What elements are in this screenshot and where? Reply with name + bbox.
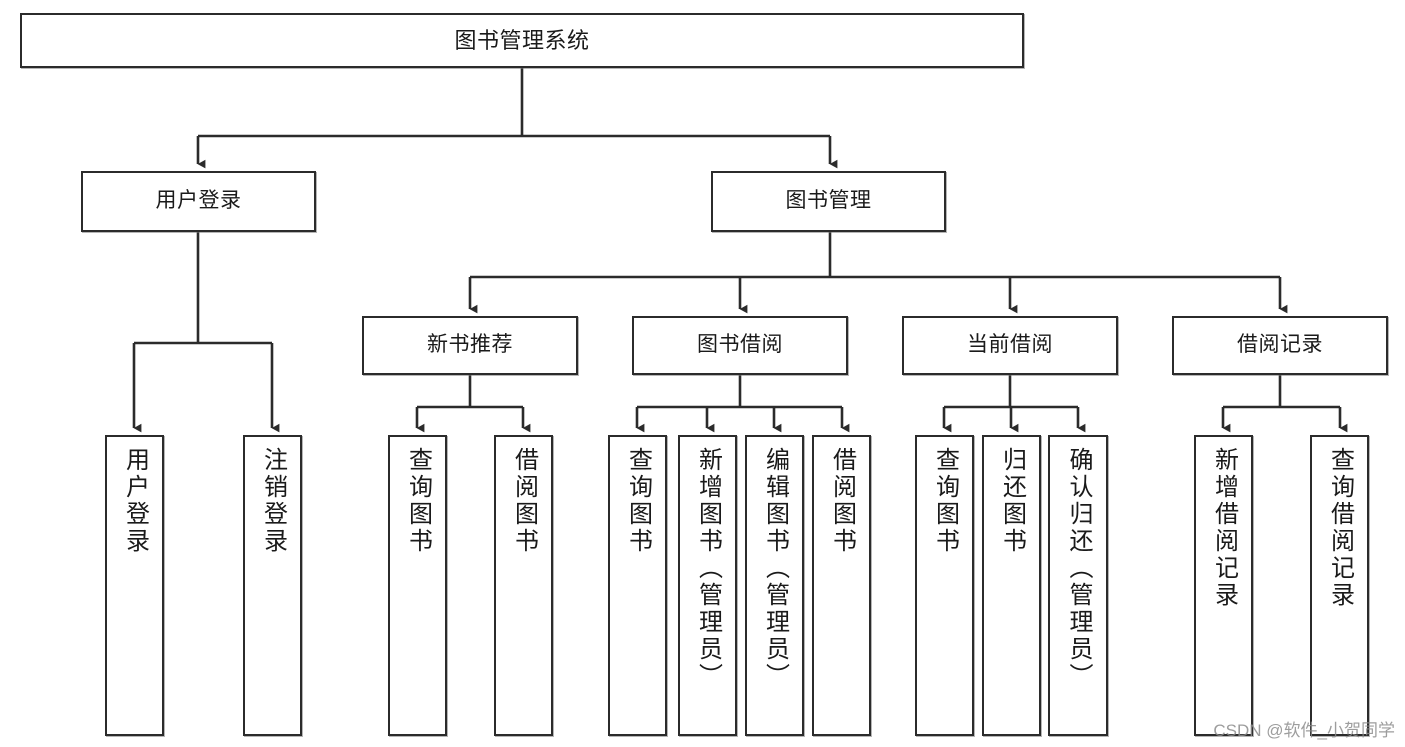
node-book-borrow[interactable]: 图书借阅 bbox=[632, 316, 848, 375]
leaf-book-borrow-add[interactable]: 新增图书（管理员） bbox=[678, 435, 737, 736]
node-book-management[interactable]: 图书管理 bbox=[711, 171, 946, 232]
node-label: 图书借阅 bbox=[697, 333, 783, 357]
leaf-user-login-login[interactable]: 用户登录 bbox=[105, 435, 164, 736]
leaf-borrow-record-add[interactable]: 新增借阅记录 bbox=[1194, 435, 1253, 736]
node-label: 编辑图书（管理员） bbox=[761, 447, 789, 690]
leaf-current-borrow-confirm-return[interactable]: 确认归还（管理员） bbox=[1048, 435, 1108, 736]
node-label: 归还图书 bbox=[998, 447, 1026, 555]
node-label: 图书管理系统 bbox=[454, 27, 590, 53]
leaf-current-borrow-query[interactable]: 查询图书 bbox=[915, 435, 974, 736]
node-label: 用户登录 bbox=[121, 447, 149, 555]
leaf-new-book-query[interactable]: 查询图书 bbox=[388, 435, 447, 736]
node-label: 借阅记录 bbox=[1237, 333, 1323, 357]
node-root-system[interactable]: 图书管理系统 bbox=[20, 13, 1024, 68]
node-current-borrow[interactable]: 当前借阅 bbox=[902, 316, 1118, 375]
node-borrow-record[interactable]: 借阅记录 bbox=[1172, 316, 1388, 375]
leaf-book-borrow-borrow[interactable]: 借阅图书 bbox=[812, 435, 871, 736]
node-label: 借阅图书 bbox=[828, 447, 856, 555]
node-label: 注销登录 bbox=[259, 447, 287, 555]
node-label: 查询图书 bbox=[624, 447, 652, 555]
node-label: 图书管理 bbox=[785, 189, 872, 213]
node-label: 新书推荐 bbox=[427, 333, 513, 357]
leaf-user-login-logout[interactable]: 注销登录 bbox=[243, 435, 302, 736]
node-label: 查询图书 bbox=[404, 447, 432, 555]
node-label: 借阅图书 bbox=[510, 447, 538, 555]
node-new-book-recommend[interactable]: 新书推荐 bbox=[362, 316, 578, 375]
leaf-borrow-record-query[interactable]: 查询借阅记录 bbox=[1310, 435, 1369, 736]
node-label: 当前借阅 bbox=[967, 333, 1053, 357]
leaf-book-borrow-edit[interactable]: 编辑图书（管理员） bbox=[745, 435, 804, 736]
leaf-current-borrow-return[interactable]: 归还图书 bbox=[982, 435, 1041, 736]
node-label: 用户登录 bbox=[155, 189, 242, 213]
node-label: 查询图书 bbox=[931, 447, 959, 555]
node-label: 查询借阅记录 bbox=[1326, 447, 1354, 609]
leaf-book-borrow-query[interactable]: 查询图书 bbox=[608, 435, 667, 736]
node-user-login[interactable]: 用户登录 bbox=[81, 171, 316, 232]
node-label: 确认归还（管理员） bbox=[1065, 447, 1092, 690]
node-label: 新增借阅记录 bbox=[1210, 447, 1238, 609]
node-label: 新增图书（管理员） bbox=[694, 447, 722, 690]
leaf-new-book-borrow[interactable]: 借阅图书 bbox=[494, 435, 553, 736]
